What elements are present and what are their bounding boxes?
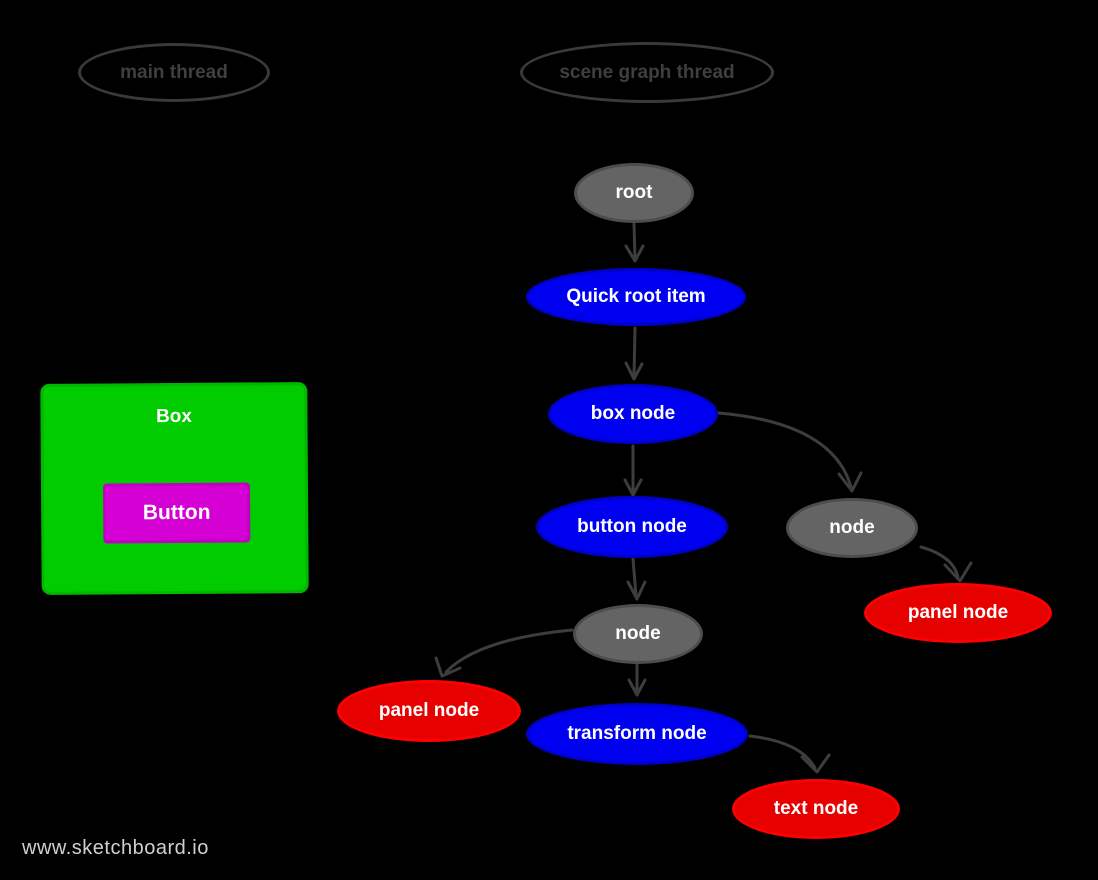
node-label: transform node: [567, 723, 707, 744]
node-label: panel node: [378, 700, 480, 721]
box-label: Box: [155, 405, 193, 428]
node-node-left[interactable]: node: [573, 604, 703, 664]
thread-ellipse-scene-graph-thread[interactable]: scene graph thread: [520, 42, 774, 103]
node-label: box node: [590, 403, 676, 424]
thread-label: scene graph thread: [559, 61, 735, 83]
node-panel-node-right[interactable]: panel node: [864, 583, 1052, 643]
node-text-node[interactable]: text node: [732, 779, 900, 839]
edge-node-right-to-panel-node-right[interactable]: [919, 545, 973, 583]
node-box-node[interactable]: box node: [548, 384, 718, 444]
node-panel-node-left[interactable]: panel node: [337, 680, 521, 742]
edge-box-node-to-node-right[interactable]: [717, 411, 863, 493]
thread-label: main thread: [120, 61, 228, 83]
node-node-right[interactable]: node: [786, 498, 918, 558]
edge-root-to-quick-root-item[interactable]: [624, 222, 645, 263]
node-button-node[interactable]: button node: [536, 496, 728, 558]
edge-quick-root-item-to-box-node[interactable]: [624, 326, 644, 381]
node-label: node: [829, 517, 875, 538]
node-label: node: [615, 623, 661, 644]
node-label: panel node: [907, 602, 1009, 623]
node-label: Quick root item: [566, 286, 706, 307]
button-label: Button: [142, 500, 211, 525]
box-shape[interactable]: Box Button: [40, 382, 309, 595]
edge-transform-node-to-text-node[interactable]: [748, 734, 831, 774]
edge-button-node-to-node-left[interactable]: [626, 557, 647, 601]
node-root[interactable]: root: [574, 163, 694, 223]
edge-node-left-to-panel-node-left[interactable]: [434, 628, 574, 678]
node-label: root: [615, 182, 653, 203]
node-quick-root-item[interactable]: Quick root item: [526, 268, 746, 326]
sketchboard-watermark: www.sketchboard.io: [22, 837, 209, 859]
edge-node-left-to-transform-node[interactable]: [627, 663, 647, 697]
node-label: text node: [773, 798, 859, 819]
edge-box-node-to-button-node[interactable]: [623, 444, 643, 497]
node-label: button node: [577, 516, 687, 537]
button-shape[interactable]: Button: [102, 482, 251, 544]
node-transform-node[interactable]: transform node: [526, 703, 748, 765]
thread-ellipse-main-thread[interactable]: main thread: [78, 43, 270, 102]
